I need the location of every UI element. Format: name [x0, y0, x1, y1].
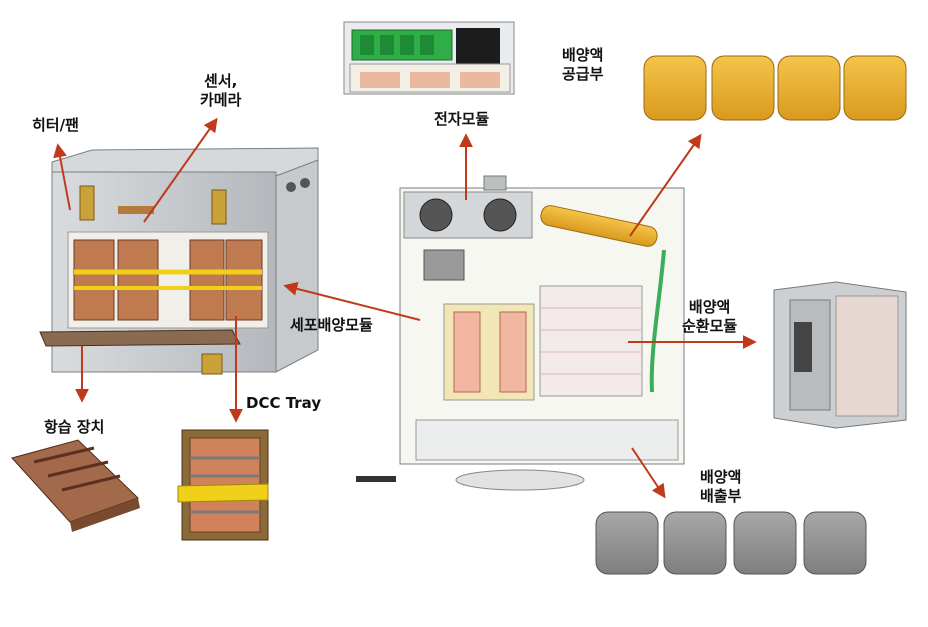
label-media-discharge: 배양액 배출부	[700, 468, 741, 506]
arrow-cell-culture	[283, 281, 421, 321]
label-media-circulation: 배양액 순환모듈	[682, 298, 737, 336]
arrow-sensor-camera	[143, 117, 218, 223]
electronics-board-illustration	[343, 21, 515, 95]
dcc-tray-illustration	[177, 429, 269, 541]
culture-box-illustration	[39, 147, 319, 375]
cross-section-illustration	[356, 175, 685, 491]
label-media-circulation-line2: 순환모듈	[682, 317, 738, 335]
label-media-discharge-line1: 배양액	[700, 468, 742, 486]
humidifier-illustration	[11, 439, 140, 532]
label-cell-culture-module: 세포배양모듈	[290, 316, 373, 334]
label-media-supply-line1: 배양액	[562, 46, 604, 64]
label-media-circulation-line1: 배양액	[688, 298, 731, 316]
arrow-heater-fan	[53, 143, 71, 211]
circulation-module-illustration	[773, 281, 907, 429]
label-sensor-camera: 센서, 카메라	[200, 72, 241, 110]
label-media-supply: 배양액 공급부	[562, 46, 603, 84]
label-media-discharge-line2: 배출부	[700, 487, 742, 505]
label-sensor-camera-line1: 센서,	[204, 72, 238, 90]
label-humidifier: 항습 장치	[44, 418, 105, 436]
label-sensor-camera-line2: 카메라	[200, 91, 242, 109]
label-media-supply-line2: 공급부	[562, 65, 604, 83]
media-discharge-bags	[595, 511, 867, 575]
arrow-discharge	[631, 447, 666, 499]
label-heater-fan: 히터/팬	[32, 116, 79, 134]
label-dcc-tray: DCC Tray	[246, 394, 322, 412]
arrow-media-supply	[629, 133, 702, 237]
media-supply-bags	[643, 55, 907, 121]
callout-arrows	[53, 117, 757, 499]
label-electronics-module: 전자모듈	[434, 110, 490, 128]
